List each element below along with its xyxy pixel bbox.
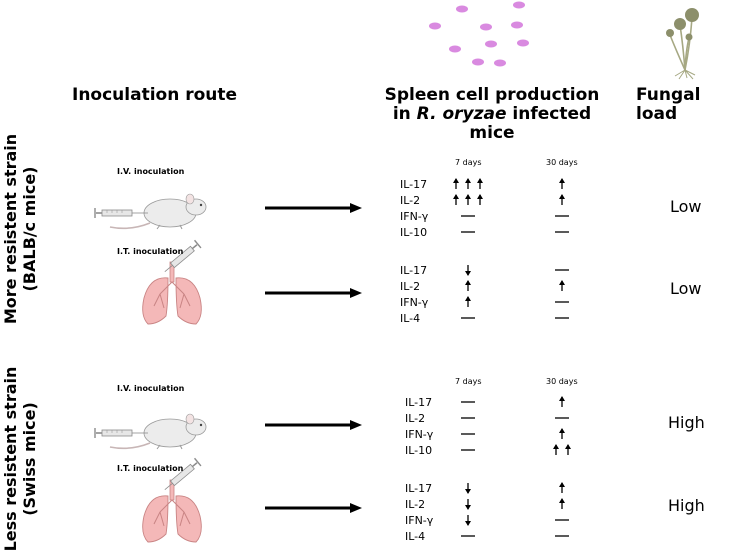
cytokine-label: IFN-γ: [405, 514, 434, 527]
syringe-icon: [94, 207, 149, 219]
cytokine-label: IL-2: [400, 280, 421, 293]
fungus-image: [666, 8, 699, 80]
strain-label-line2: (BALB/c mice): [20, 166, 39, 292]
cytokine-label: IL-17: [405, 482, 433, 495]
arrow-down-icon: [465, 499, 471, 510]
arrow-up-icon: [453, 178, 459, 189]
cytokine-label: IL-17: [400, 264, 428, 277]
arrow-up-icon: [465, 280, 471, 291]
cytokine-label: IFN-γ: [400, 210, 429, 223]
inoculation-route-header: Inoculation route: [72, 85, 238, 105]
arrow-up-icon: [559, 482, 565, 493]
cytokine-label: IL-10: [405, 444, 433, 457]
cytokine-label: IL-4: [400, 312, 421, 325]
cytokine-label: IL-17: [405, 396, 433, 409]
strain-label-line2: (Swiss mice): [20, 402, 39, 516]
arrow-down-icon: [465, 515, 471, 526]
spleen-header-line2: in R. oryzae infected: [392, 104, 592, 124]
cytokine-label: IL-10: [400, 226, 428, 239]
days-label-7: 7 days: [455, 158, 482, 167]
arrow-up-icon: [559, 428, 565, 439]
arrow-up-icon: [477, 194, 483, 205]
arrow-up-icon: [565, 444, 571, 455]
spleen-header-line3: mice: [469, 123, 515, 143]
cytokine-label: IFN-γ: [405, 428, 434, 441]
strain-label-less-resistent: Less resistent strain (Swiss mice): [1, 354, 39, 559]
fungal-load-value: High: [668, 496, 705, 515]
arrow-up-icon: [553, 444, 559, 455]
spleen-header-line1: Spleen cell production: [384, 85, 600, 105]
spleen-production-header: Spleen cell production in R. oryzae infe…: [378, 86, 606, 143]
cytokine-label: IL-17: [400, 178, 428, 191]
spores-image: [429, 1, 529, 67]
cytokine-indicators: [453, 178, 571, 537]
fungal-load-value: Low: [670, 197, 702, 216]
strain-label-line1: More resistent strain: [1, 133, 20, 325]
arrow-up-icon: [465, 296, 471, 307]
arrow-up-icon: [465, 194, 471, 205]
arrow-up-icon: [559, 498, 565, 509]
route-label: I.T. inoculation: [117, 464, 184, 473]
cytokine-label: IFN-γ: [400, 296, 429, 309]
syringe-icon: [160, 239, 202, 277]
arrow-up-icon: [477, 178, 483, 189]
route-label: I.T. inoculation: [117, 247, 184, 256]
lungs-icon: [142, 261, 202, 325]
cytokine-label: IL-2: [405, 412, 426, 425]
arrow-down-icon: [465, 265, 471, 276]
arrow-up-icon: [559, 396, 565, 407]
days-label-30: 30 days: [546, 377, 578, 386]
strain-label-line1: Less resistent strain: [1, 366, 20, 552]
syringe-icon: [94, 427, 149, 439]
species-name: R. oryzae: [416, 104, 507, 124]
arrow-up-icon: [453, 194, 459, 205]
cytokine-label: IL-2: [405, 498, 426, 511]
arrow-up-icon: [465, 178, 471, 189]
arrow-down-icon: [465, 483, 471, 494]
cytokine-label: IL-2: [400, 194, 421, 207]
cytokine-label: IL-4: [405, 530, 426, 543]
route-label: I.V. inoculation: [117, 384, 185, 393]
strain-label-more-resistent: More resistent strain (BALB/c mice): [1, 124, 39, 334]
arrow-up-icon: [559, 178, 565, 189]
fungal-load-header: Fungal load: [636, 85, 701, 124]
route-label: I.V. inoculation: [117, 167, 185, 176]
fungal-load-value: High: [668, 413, 705, 432]
fungal-load-value: Low: [670, 279, 702, 298]
days-label-30: 30 days: [546, 158, 578, 167]
days-label-7: 7 days: [455, 377, 482, 386]
lungs-icon: [142, 479, 202, 543]
arrow-up-icon: [559, 194, 565, 205]
arrow-up-icon: [559, 280, 565, 291]
